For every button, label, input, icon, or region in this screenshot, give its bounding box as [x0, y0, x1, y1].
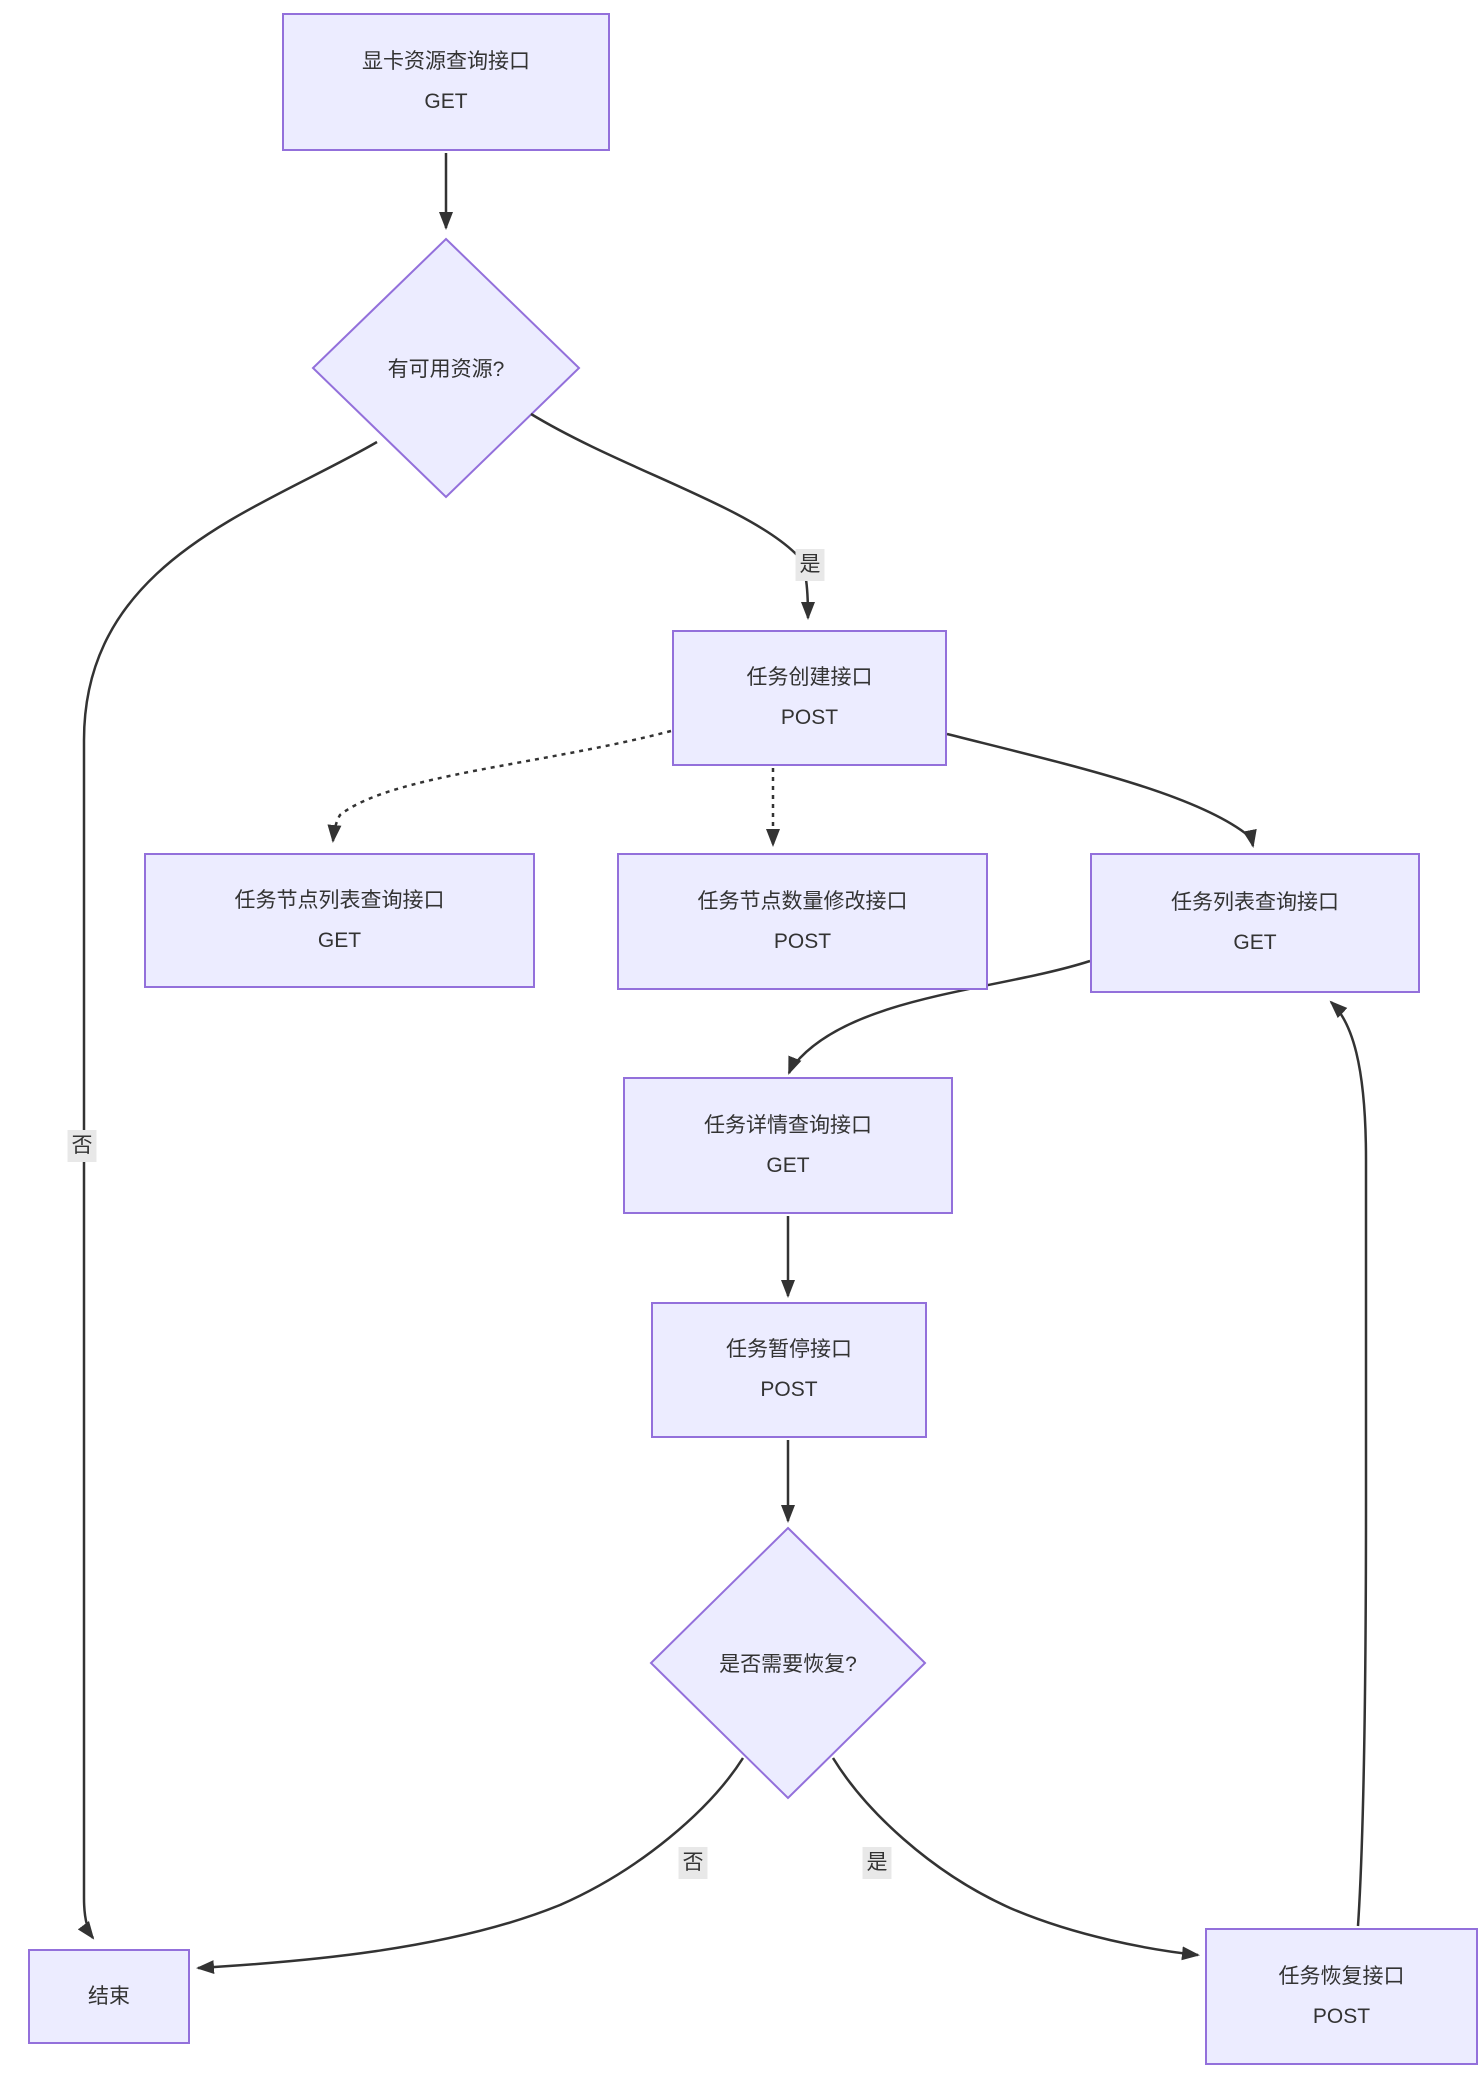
node-label: 任务列表查询接口	[1171, 891, 1339, 914]
node-label: 任务恢复接口	[1278, 1964, 1405, 1988]
node-method: GET	[317, 928, 362, 952]
node-label: 任务节点数量修改接口	[697, 889, 908, 913]
node-method: GET	[766, 1153, 810, 1177]
decision-need-resume-label: 是否需要恢复?	[719, 1653, 857, 1676]
node-task-pause: 任务暂停接口 POST	[651, 1302, 927, 1438]
node-method: POST	[1312, 2004, 1371, 2028]
node-label: 任务详情查询接口	[704, 1113, 872, 1137]
edge-create-to-nodelist-dotted	[327, 729, 672, 843]
edge-decision-no-to-end	[77, 440, 378, 1940]
node-method: GET	[1233, 931, 1277, 954]
decision-has-resource-label: 有可用资源?	[387, 358, 505, 381]
node-task-node-list-query: 任务节点列表查询接口 GET	[144, 853, 535, 988]
node-method: POST	[760, 1378, 818, 1401]
edge-decision2-yes-to-resume	[831, 1757, 1200, 1961]
edge-label-yes-2: 是	[862, 1847, 892, 1879]
node-method: POST	[780, 706, 839, 729]
node-label: 任务节点列表查询接口	[234, 888, 445, 912]
decision-need-resume-diamond	[649, 1526, 927, 1800]
node-task-resume: 任务恢复接口 POST	[1205, 1928, 1478, 2065]
edge-tasklist-to-detail	[787, 959, 1091, 1075]
edge-label-no-2: 否	[678, 1847, 708, 1879]
edge-decision-yes-to-create	[530, 412, 815, 620]
decision-has-resource-diamond	[311, 237, 581, 499]
edge-decision2-no-to-end	[196, 1757, 745, 1975]
edge-resume-to-tasklist	[1329, 1000, 1368, 1927]
node-label: 任务创建接口	[746, 666, 873, 689]
edge-label-no-1: 否	[67, 1130, 97, 1162]
node-label: 任务暂停接口	[726, 1338, 852, 1361]
node-method: POST	[773, 929, 832, 953]
node-method: GET	[424, 90, 468, 113]
node-task-create: 任务创建接口 POST	[672, 630, 947, 766]
node-label: 显卡资源查询接口	[362, 50, 530, 73]
node-label: 结束	[88, 1984, 130, 2008]
edge-create-to-tasklist	[946, 732, 1257, 848]
node-task-list-query: 任务列表查询接口 GET	[1090, 853, 1420, 993]
node-gpu-resource-query: 显卡资源查询接口 GET	[282, 13, 610, 151]
node-task-node-count-modify: 任务节点数量修改接口 POST	[617, 853, 988, 990]
node-task-detail-query: 任务详情查询接口 GET	[623, 1077, 953, 1214]
edge-label-yes-1: 是	[795, 549, 825, 581]
node-end: 结束	[28, 1949, 190, 2044]
